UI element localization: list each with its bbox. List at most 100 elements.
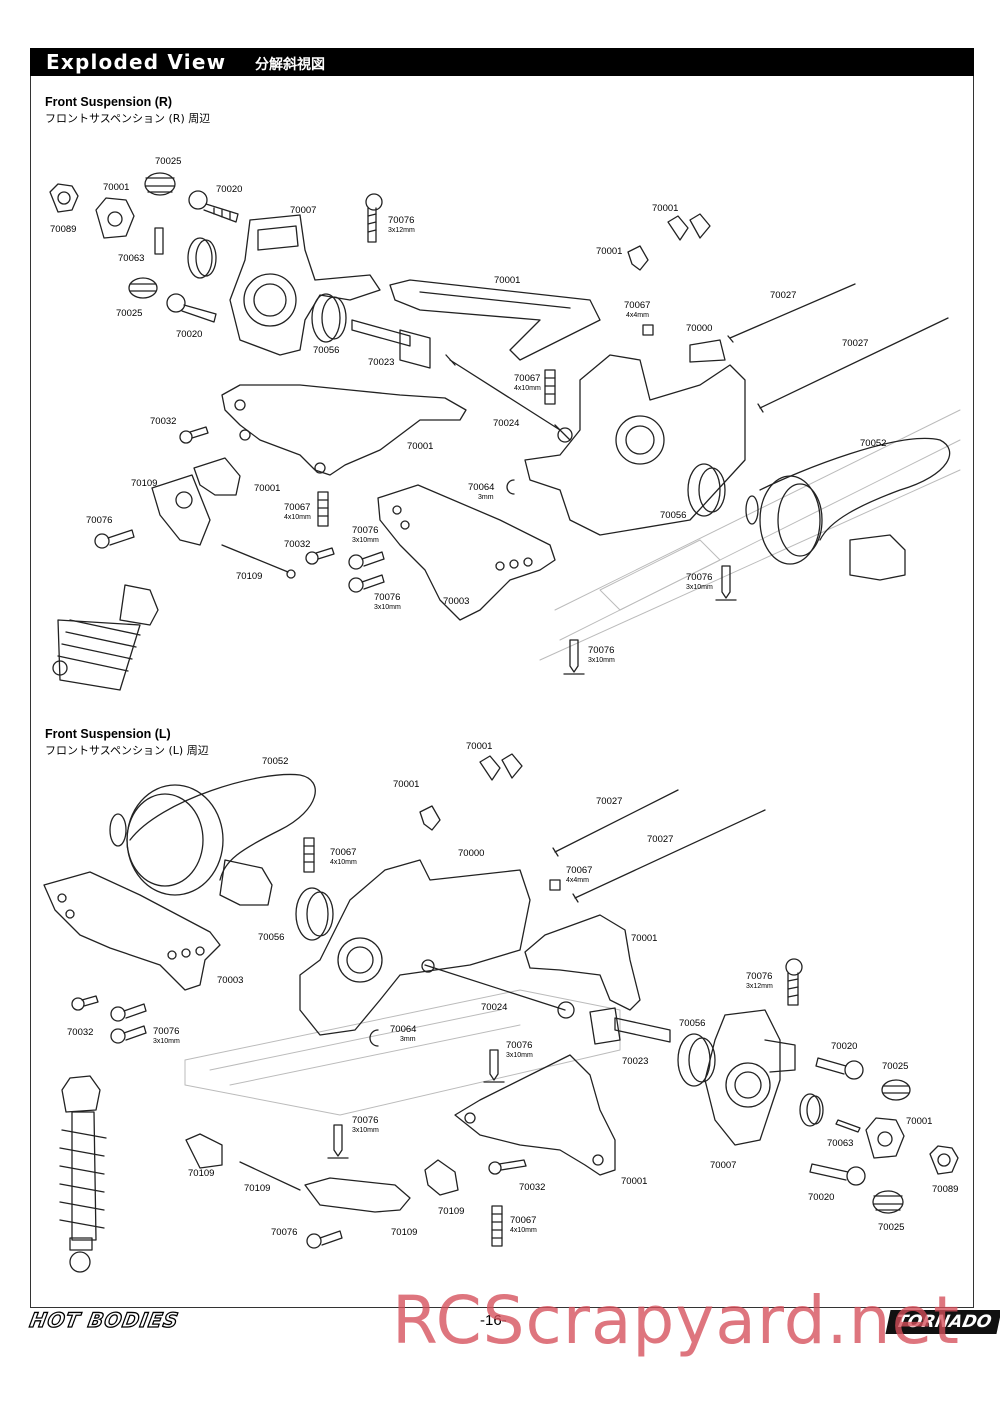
part-label: 70056 — [660, 510, 687, 521]
part-label: 70000 — [686, 323, 713, 334]
knuckle-70007-r — [229, 214, 381, 356]
screw-70076-l1 — [785, 958, 803, 1006]
part-label: 70027 — [596, 796, 623, 807]
part-label: 70001 — [103, 182, 130, 193]
part-label: 70076 — [153, 1026, 180, 1037]
header-title: Exploded View — [46, 50, 227, 74]
page-number: -16- — [480, 1312, 507, 1329]
part-label: 70076 — [352, 525, 379, 536]
screw-70076-r2 — [94, 529, 135, 549]
part-size: 3x10mm — [352, 537, 379, 544]
ball-stud-70020-l — [815, 1057, 864, 1080]
ball-end-70109-r — [151, 474, 211, 546]
bearing-70056-l — [295, 887, 334, 941]
ball-stud-70032b-r — [305, 547, 335, 565]
part-label: 70076 — [374, 592, 401, 603]
part-label: 70003 — [217, 975, 244, 986]
part-label: 70109 — [391, 1227, 418, 1238]
part-label: 70001 — [596, 246, 623, 257]
cap-70001-r — [193, 457, 241, 496]
part-label: 70052 — [262, 756, 289, 767]
set-screw-70067b-r — [544, 369, 556, 405]
part-label: 70063 — [827, 1138, 854, 1149]
part-label: 70027 — [842, 338, 869, 349]
knuckle-70007-l — [704, 1009, 796, 1146]
part-size: 3x10mm — [686, 584, 713, 591]
part-label: 70032 — [519, 1182, 546, 1193]
part-label: 70076 — [588, 645, 615, 656]
clip-70001-l — [419, 753, 523, 831]
part-label: 70064 — [390, 1024, 417, 1035]
part-size: 3x10mm — [153, 1038, 180, 1045]
screw-70076-r5 — [715, 565, 737, 601]
part-size: 3x10mm — [506, 1052, 533, 1059]
set-screw-70025b-l — [872, 1190, 904, 1214]
part-label: 70056 — [679, 1018, 706, 1029]
part-size: 4x10mm — [330, 859, 357, 866]
ball-stud-70032b-l — [488, 1159, 527, 1175]
part-label: 70024 — [481, 1002, 508, 1013]
part-label: 70007 — [710, 1160, 737, 1171]
upper-arm-70001-r — [389, 279, 601, 361]
part-label: 70056 — [258, 932, 285, 943]
shock-tower-70003-r — [377, 484, 556, 621]
part-size: 3x12mm — [388, 227, 415, 234]
hinge-pin-70027a-r — [727, 283, 856, 343]
shock-absorber-l — [59, 1075, 107, 1273]
part-label: 70076 — [506, 1040, 533, 1051]
part-label: 70109 — [236, 571, 263, 582]
part-label: 70067 — [624, 300, 651, 311]
screw-70076-r3 — [348, 551, 385, 570]
part-label: 70076 — [388, 215, 415, 226]
section-subtitle-l: フロントサスペンション (L) 周辺 — [45, 744, 209, 757]
section-subtitle-r: フロントサスペンション (R) 周辺 — [45, 112, 211, 125]
part-label: 70020 — [831, 1041, 858, 1052]
set-screw-70025b-r — [128, 277, 158, 299]
ball-stud-70032-r — [179, 426, 209, 444]
screw-70076-l3 — [327, 1124, 349, 1159]
part-size: 3x10mm — [374, 604, 401, 611]
part-label: 70109 — [438, 1206, 465, 1217]
cap-70109b-l — [424, 1159, 459, 1196]
pin-70063-l — [835, 1119, 861, 1133]
clip-70001-r — [627, 213, 711, 271]
hex-nut-70001-l — [865, 1117, 905, 1159]
part-label: 70056 — [313, 345, 340, 356]
part-label: 70064 — [468, 482, 495, 493]
pin-70063-r — [154, 227, 164, 255]
screw-70076-r1 — [365, 193, 383, 243]
part-size: 4x4mm — [626, 312, 649, 319]
part-label: 70025 — [882, 1061, 909, 1072]
part-label: 70024 — [493, 418, 520, 429]
part-size: 3x10mm — [352, 1127, 379, 1134]
hinge-pin-70027b-r — [757, 317, 949, 413]
screw-70076-r6 — [563, 639, 585, 675]
part-label: 70027 — [770, 290, 797, 301]
part-label: 70025 — [116, 308, 143, 319]
rod-70109-r — [221, 544, 296, 579]
part-label: 70020 — [176, 329, 203, 340]
part-label: 70001 — [494, 275, 521, 286]
part-label: 70067 — [510, 1215, 537, 1226]
part-label: 70109 — [244, 1183, 271, 1194]
axle-70023-r — [351, 319, 431, 369]
part-label: 70001 — [621, 1176, 648, 1187]
ball-stud-70020b-l — [809, 1163, 866, 1186]
part-label: 70020 — [216, 184, 243, 195]
ball-stud-70032-l — [71, 995, 99, 1011]
part-label: 70032 — [284, 539, 311, 550]
part-label: 70000 — [458, 848, 485, 859]
part-label: 70023 — [368, 357, 395, 368]
part-label: 70001 — [407, 441, 434, 452]
set-screw-70067b-l — [549, 879, 561, 891]
part-label: 70076 — [746, 971, 773, 982]
part-label: 70089 — [50, 224, 77, 235]
bearing-70063-r — [187, 237, 217, 279]
part-label: 70076 — [86, 515, 113, 526]
drive-shaft-70024-r — [445, 354, 573, 443]
set-screw-70067a-l — [303, 837, 315, 873]
diff-70052-r — [745, 437, 951, 581]
part-label: 70025 — [155, 156, 182, 167]
cap-70109-l — [185, 1133, 223, 1169]
